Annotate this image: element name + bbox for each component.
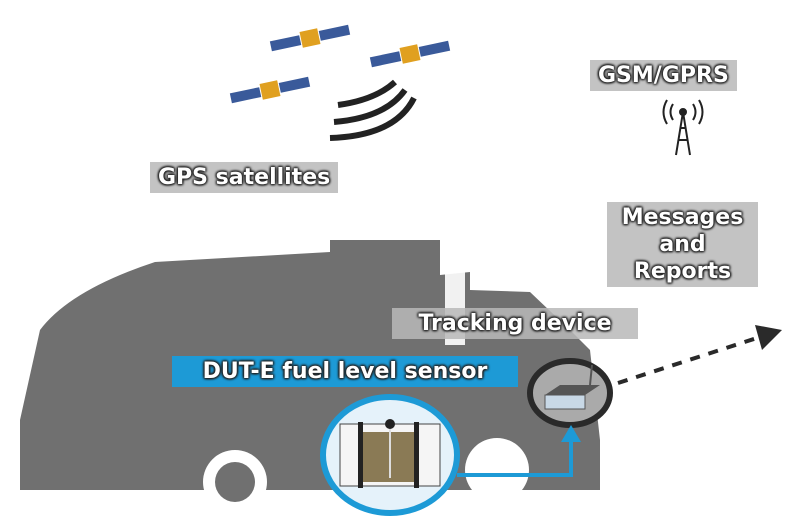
arrow-head-icon bbox=[561, 425, 581, 442]
satellite-icon bbox=[229, 76, 311, 104]
label-line: and bbox=[659, 232, 706, 257]
label-line: Messages bbox=[621, 205, 744, 230]
messages-reports-label: Messages and Reports bbox=[607, 202, 758, 287]
fuel-sensor-label: DUT-E fuel level sensor bbox=[172, 356, 518, 387]
tracking-device-icon bbox=[527, 358, 613, 428]
label-line: Reports bbox=[633, 259, 732, 284]
transmission-arrow bbox=[617, 335, 761, 385]
satellite-icon bbox=[269, 24, 351, 52]
truck-wheel bbox=[465, 438, 529, 502]
arrow-head-icon bbox=[755, 325, 782, 350]
truck-wheel-hub bbox=[215, 462, 255, 502]
gps-satellites-label: GPS satellites bbox=[150, 162, 339, 193]
gsm-gprs-label: GSM/GPRS bbox=[590, 60, 737, 91]
tracking-device-label: Tracking device bbox=[392, 308, 638, 339]
satellite-icon bbox=[369, 40, 451, 68]
antenna-tower-icon bbox=[662, 99, 704, 156]
fuel-tank-icon bbox=[320, 394, 460, 516]
connector-arrow bbox=[457, 440, 573, 477]
signal-waves-icon bbox=[329, 79, 417, 141]
